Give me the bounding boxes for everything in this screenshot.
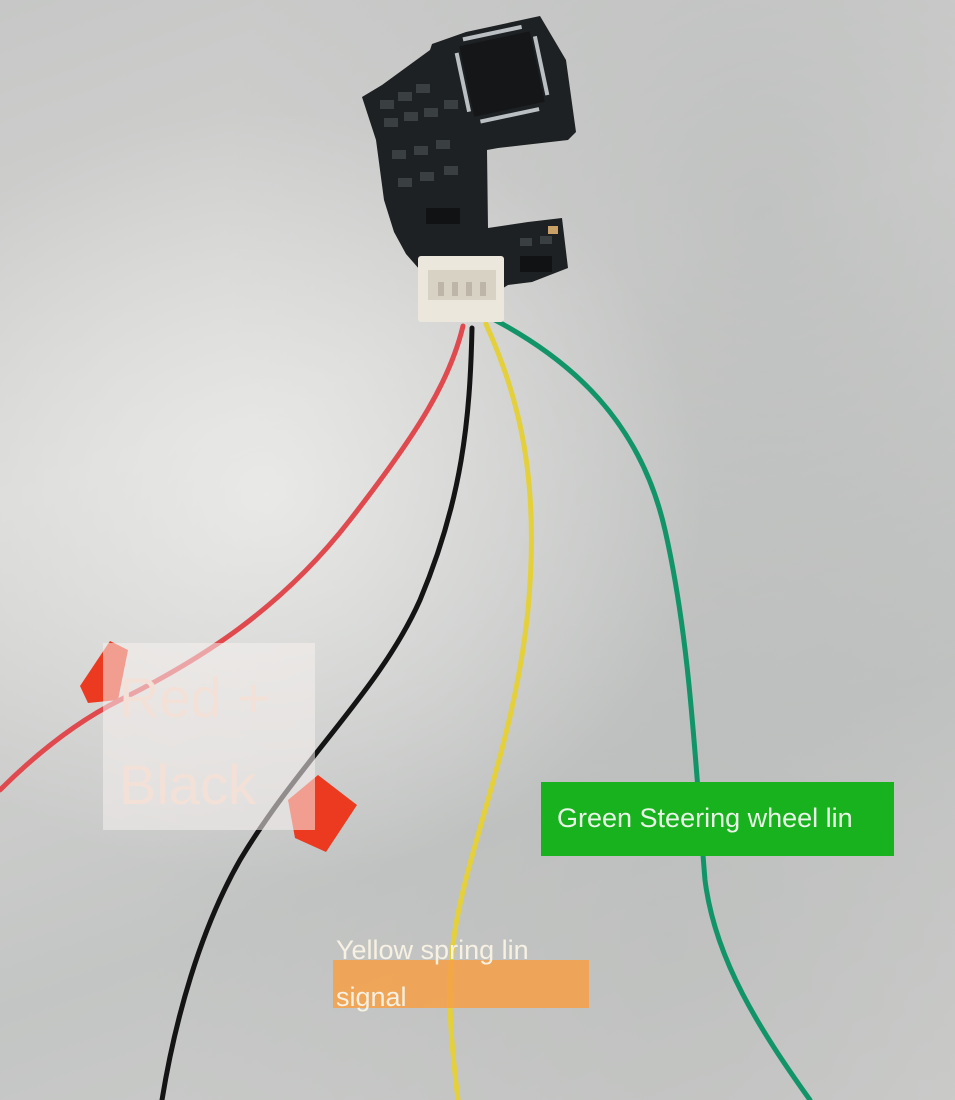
label-yellow-highlight [333,960,589,1008]
label-green-steering-wheel-lin: Green Steering wheel lin [541,782,894,856]
wire-green [492,317,813,1100]
wire-black [159,325,475,1100]
label-yellow-text: Yellow spring lin signal [336,935,529,1013]
label-yellow-spring-lin: Yellow spring lin signal [333,927,589,1012]
wire-red [0,323,466,793]
label-red-black: Red + Black [103,643,315,830]
circuit-board [362,16,576,322]
